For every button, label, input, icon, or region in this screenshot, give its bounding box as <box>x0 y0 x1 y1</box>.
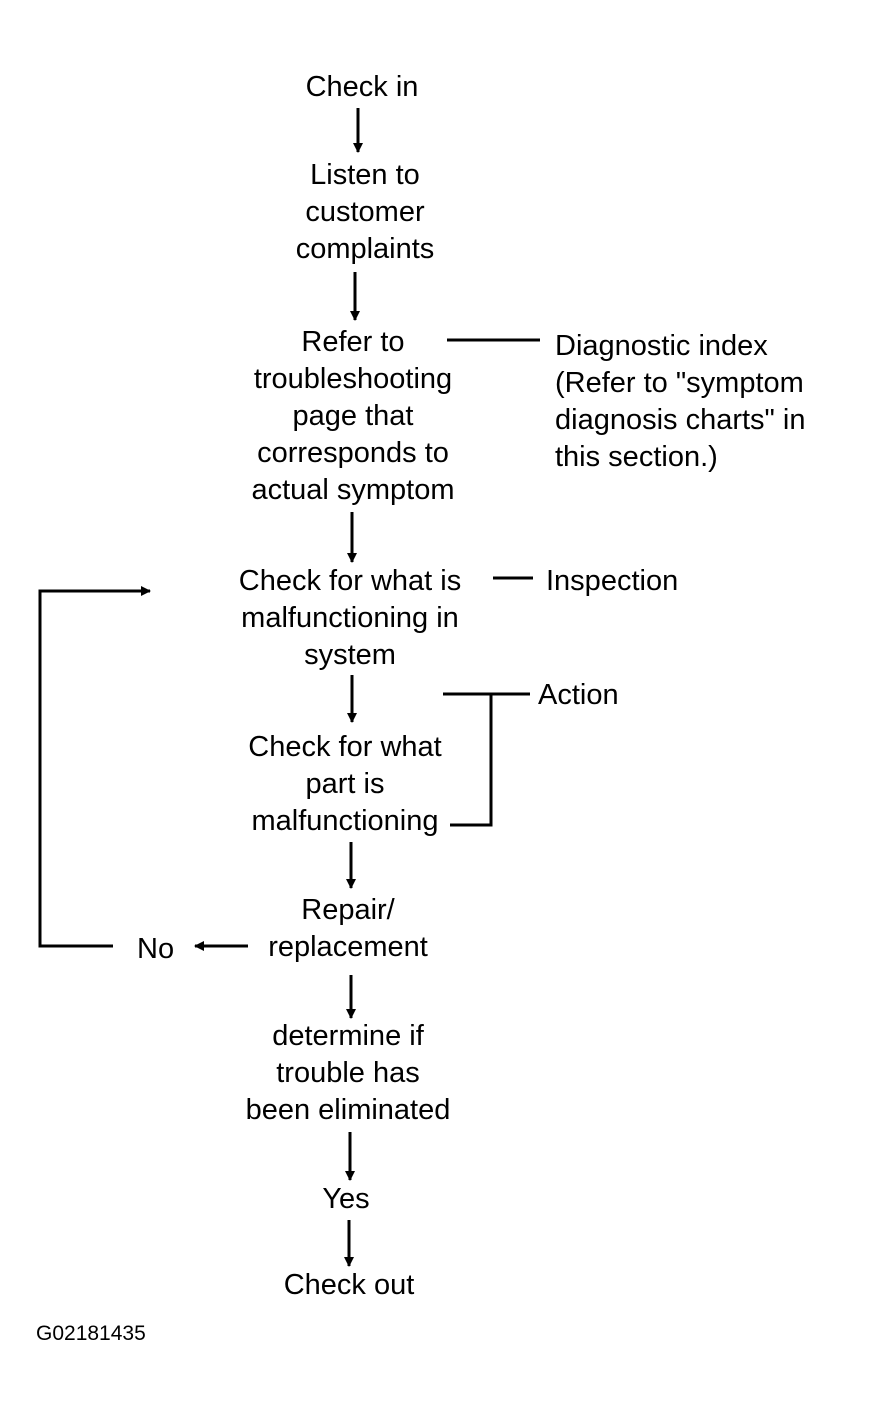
step-check-out: Check out <box>283 1269 415 1301</box>
step-repair-replacement: Repair/ replacement <box>268 894 428 963</box>
step-check-in: Check in <box>305 71 419 103</box>
step-listen-to-complaints: Listen to customer complaints <box>295 159 435 265</box>
step-determine-eliminated: determine if trouble has been eliminated <box>245 1020 451 1126</box>
label-inspection: Inspection <box>546 565 679 597</box>
bracket-action <box>443 692 493 827</box>
step-refer-troubleshooting: Refer to troubleshooting page that corre… <box>251 326 455 506</box>
step-yes: Yes <box>322 1183 370 1215</box>
figure-id: G02181435 <box>36 1322 146 1345</box>
step-check-part: Check for what part is malfunctioning <box>248 731 442 837</box>
loop-back-line <box>38 586 151 948</box>
step-check-system: Check for what is malfunctioning in syst… <box>238 565 462 671</box>
label-diagnostic-index: Diagnostic index (Refer to "symptom diag… <box>555 330 806 473</box>
label-action: Action <box>538 679 619 711</box>
label-no: No <box>137 933 175 965</box>
